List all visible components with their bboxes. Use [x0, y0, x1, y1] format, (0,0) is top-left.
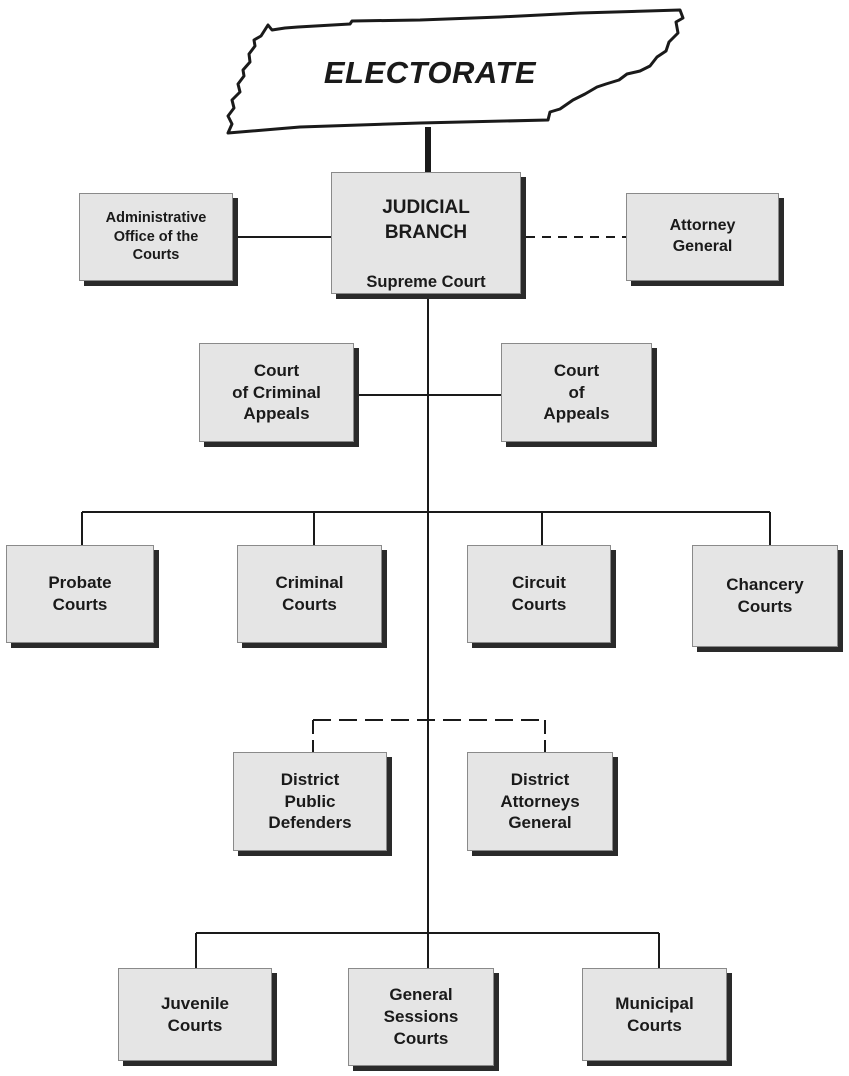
- attorney-general-box: Attorney General: [626, 193, 779, 281]
- district-attorneys-general-box: District Attorneys General: [467, 752, 613, 851]
- admin-office-label: Administrative Office of the Courts: [105, 209, 207, 264]
- judicial-branch-subtitle: Supreme Court: [366, 273, 486, 292]
- municipal-courts-box: Municipal Courts: [582, 968, 727, 1061]
- district-public-defenders-box: District Public Defenders: [233, 752, 387, 851]
- court-label: General Sessions Courts: [383, 985, 459, 1048]
- court-label: Circuit Courts: [511, 573, 567, 614]
- court-label: Municipal Courts: [615, 993, 694, 1035]
- court-label: Juvenile Courts: [160, 993, 230, 1035]
- tennessee-state-outline: [226, 8, 685, 135]
- court-label: Probate Courts: [48, 573, 112, 614]
- admin-office-box: Administrative Office of the Courts: [79, 193, 233, 281]
- court-of-appeals-box: Court of Appeals: [501, 343, 652, 442]
- office-label: District Public Defenders: [268, 769, 352, 833]
- chancery-courts-box: Chancery Courts: [692, 545, 838, 647]
- probate-courts-box: Probate Courts: [6, 545, 154, 643]
- juvenile-courts-box: Juvenile Courts: [118, 968, 272, 1061]
- court-label: Criminal Courts: [275, 573, 344, 614]
- circuit-courts-box: Circuit Courts: [467, 545, 611, 643]
- electorate-label: ELECTORATE: [323, 55, 537, 90]
- court-label: Chancery Courts: [726, 575, 804, 616]
- court-label: Court of Appeals: [543, 360, 610, 424]
- criminal-courts-box: Criminal Courts: [237, 545, 382, 643]
- court-of-criminal-appeals-box: Court of Criminal Appeals: [199, 343, 354, 442]
- attorney-general-label: Attorney General: [669, 217, 736, 255]
- court-label: Court of Criminal Appeals: [232, 360, 321, 424]
- judicial-branch-label: JUDICIAL BRANCH Supreme Court: [366, 171, 485, 294]
- office-label: District Attorneys General: [500, 769, 580, 833]
- judicial-branch-box: JUDICIAL BRANCH Supreme Court: [331, 172, 521, 294]
- general-sessions-courts-box: General Sessions Courts: [348, 968, 494, 1066]
- judicial-branch-title: JUDICIAL BRANCH: [382, 196, 470, 243]
